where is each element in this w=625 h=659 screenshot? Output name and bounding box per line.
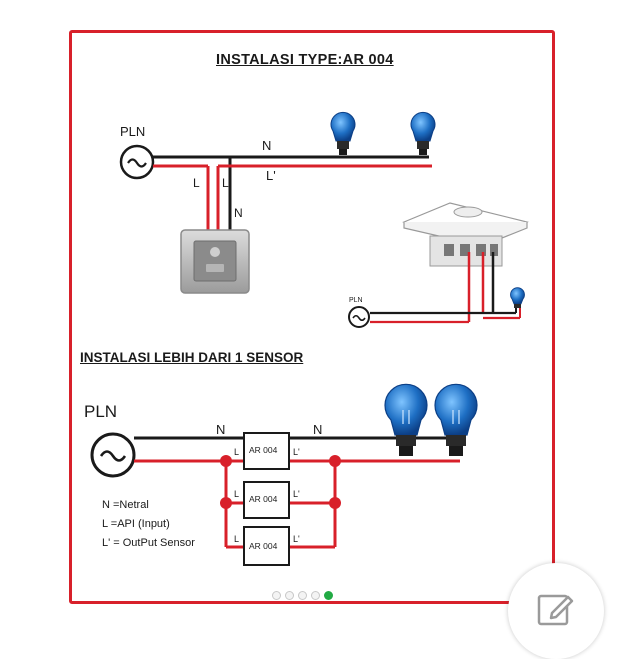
legend-item-neutral: N =Netral bbox=[102, 499, 149, 511]
title-bottom: INSTALASI LEBIH DARI 1 SENSOR bbox=[80, 350, 304, 365]
sensor-box-3 bbox=[243, 526, 290, 566]
sensor-1-out-label: L' bbox=[293, 447, 300, 457]
top-switch-neutral-label: N bbox=[234, 206, 243, 220]
edit-icon bbox=[537, 594, 574, 626]
sensor-3-in-label: L bbox=[234, 534, 240, 544]
top-pln-label: PLN bbox=[120, 124, 146, 139]
top-switch-out-label: L' bbox=[222, 176, 231, 190]
edit-button[interactable] bbox=[508, 563, 604, 659]
top-output-wire bbox=[216, 164, 432, 232]
sensor-box-2 bbox=[243, 481, 290, 519]
carousel-dot-1[interactable] bbox=[272, 591, 281, 600]
inset-pln-label: PLN bbox=[349, 297, 363, 304]
sensor-2-out-label: L' bbox=[293, 489, 300, 499]
sensor-box-1 bbox=[243, 432, 290, 470]
bottom-neutral-label-2: N bbox=[313, 422, 323, 437]
inset-wires bbox=[370, 252, 521, 324]
top-output-label: L' bbox=[266, 168, 276, 183]
sensor-3-label: AR 004 bbox=[249, 541, 278, 551]
top-sensor-switch-icon bbox=[180, 229, 250, 294]
top-neutral-label: N bbox=[262, 138, 272, 153]
title-top: INSTALASI TYPE:AR 004 bbox=[216, 52, 394, 68]
carousel-indicator bbox=[272, 591, 333, 600]
bottom-bulb-2-icon bbox=[434, 383, 478, 456]
bottom-output-wire bbox=[289, 459, 460, 549]
top-neutral-wire bbox=[153, 155, 429, 232]
inset-pln-source-icon bbox=[348, 306, 370, 328]
top-bulb-2-icon bbox=[410, 111, 436, 155]
wiring-diagram bbox=[90, 111, 529, 566]
sensor-3-out-label: L' bbox=[293, 534, 300, 544]
sensor-2-in-label: L bbox=[234, 489, 240, 499]
legend-item-output: L' = OutPut Sensor bbox=[102, 537, 195, 549]
bottom-neutral-label-1: N bbox=[216, 422, 226, 437]
sensor-1-label: AR 004 bbox=[249, 445, 278, 455]
top-bulb-1-icon bbox=[330, 111, 356, 155]
top-switch-in-label: L bbox=[193, 176, 200, 190]
bottom-pln-source-icon bbox=[90, 432, 136, 478]
bottom-pln-label: PLN bbox=[84, 402, 118, 421]
top-pln-source-icon bbox=[119, 144, 155, 180]
ceiling-sensor-icon bbox=[402, 202, 529, 267]
carousel-dot-4[interactable] bbox=[311, 591, 320, 600]
junction-dots bbox=[220, 455, 341, 509]
bottom-bulb-1-icon bbox=[384, 383, 428, 456]
top-live-wire bbox=[153, 164, 210, 232]
sensor-2-label: AR 004 bbox=[249, 494, 278, 504]
carousel-dot-3[interactable] bbox=[298, 591, 307, 600]
inset-bulb-icon bbox=[510, 287, 525, 308]
diagram-frame bbox=[69, 30, 555, 604]
legend: N =Netral L =API (Input) L' = OutPut Sen… bbox=[102, 496, 195, 553]
carousel-dot-2[interactable] bbox=[285, 591, 294, 600]
sensor-1-in-label: L bbox=[234, 447, 240, 457]
carousel-dot-5[interactable] bbox=[324, 591, 333, 600]
legend-item-input: L =API (Input) bbox=[102, 518, 170, 530]
